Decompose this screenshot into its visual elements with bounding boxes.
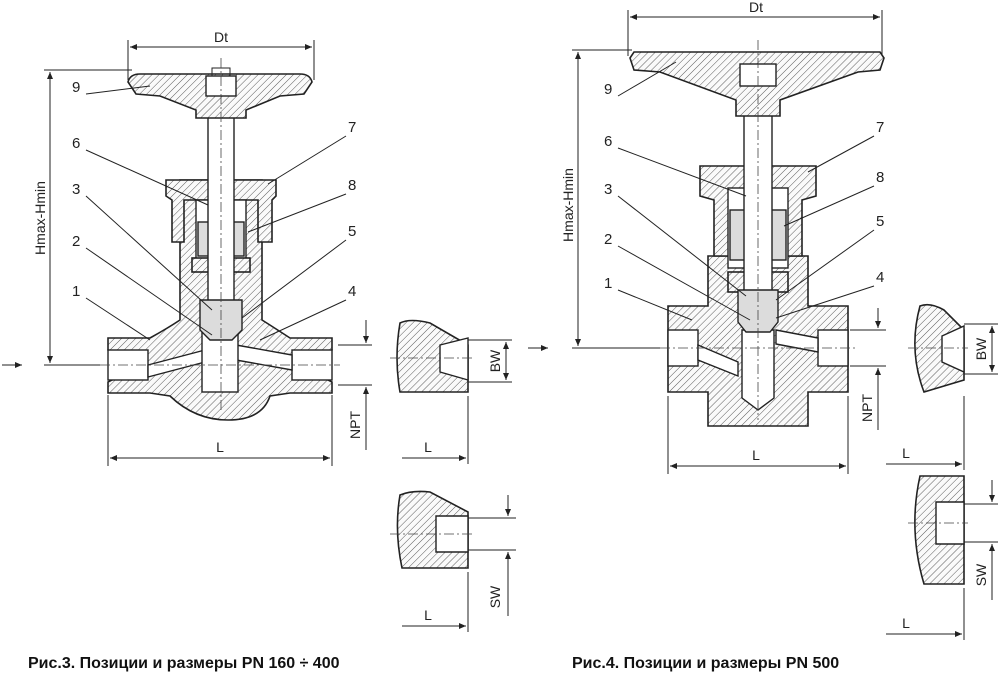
fig4-label-sw: SW — [973, 563, 989, 586]
fig3-union-nut — [165, 179, 277, 243]
fig3-caption: Рис.3. Позиции и размеры PN 160 ÷ 400 — [28, 655, 340, 672]
position-label: 1 — [604, 275, 612, 292]
position-label: 7 — [348, 119, 356, 136]
position-label: 8 — [348, 177, 356, 194]
fig4-label-l: L — [752, 447, 760, 463]
fig3-label-sw: SW — [487, 585, 503, 608]
position-label: 6 — [72, 135, 80, 152]
position-label: 3 — [604, 181, 612, 198]
fig4-right-channel — [775, 329, 819, 353]
position-label: 2 — [604, 231, 612, 248]
position-label: 3 — [72, 181, 80, 198]
fig4-label-detail-sw-l: L — [902, 615, 910, 631]
fig3-detail-bw: BW L — [390, 319, 512, 464]
position-label: 6 — [604, 133, 612, 150]
fig4-caption: Рис.4. Позиции и размеры PN 500 — [572, 655, 839, 672]
position-label: 4 — [876, 269, 884, 286]
figure-4-dimensions: Dt Hmax-Hmin L NPT — [560, 0, 886, 474]
fig4-position-labels: 9 6 3 2 1 7 8 5 4 — [604, 61, 884, 321]
fig3-detail-sw: SW L — [390, 490, 516, 632]
figure-4-valve — [528, 40, 885, 427]
position-label: 2 — [72, 233, 80, 250]
fig4-label-npt: NPT — [859, 394, 875, 422]
fig4-detail-sw: SW L — [886, 475, 998, 640]
position-label: 4 — [348, 283, 356, 300]
position-label: 5 — [876, 213, 884, 230]
fig4-label-h: Hmax-Hmin — [560, 168, 576, 242]
position-label: 5 — [348, 223, 356, 240]
fig4-detail-bw: BW L — [886, 303, 998, 470]
position-label: 9 — [604, 81, 612, 98]
figure-3-dimensions: Dt Hmax-Hmin L NPT — [32, 29, 372, 466]
fig4-left-channel — [697, 343, 739, 378]
position-label: 7 — [876, 119, 884, 136]
fig3-label-detail-sw-l: L — [424, 607, 432, 623]
fig3-label-dt: Dt — [214, 29, 228, 45]
fig3-label-l: L — [216, 439, 224, 455]
fig4-label-dt: Dt — [749, 0, 763, 15]
fig4-label-bw: BW — [973, 337, 989, 360]
figure-3-valve — [2, 58, 340, 421]
position-label: 9 — [72, 79, 80, 96]
position-label: 1 — [72, 283, 80, 300]
fig3-position-labels: 9 6 3 2 1 7 8 5 4 — [72, 79, 356, 341]
fig3-label-bw: BW — [487, 349, 503, 372]
fig4-label-detail-bw-l: L — [902, 445, 910, 461]
fig3-label-npt: NPT — [347, 411, 363, 439]
position-label: 8 — [876, 169, 884, 186]
fig3-label-h: Hmax-Hmin — [32, 181, 48, 255]
fig3-label-detail-bw-l: L — [424, 439, 432, 455]
